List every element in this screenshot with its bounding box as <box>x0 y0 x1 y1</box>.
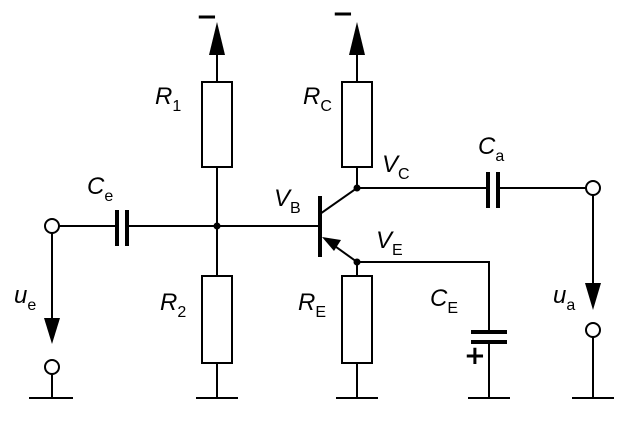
input-voltage-arrow <box>44 318 60 344</box>
resistor-r1 <box>201 81 233 168</box>
output-terminal-top <box>585 180 601 196</box>
label-vb: VB <box>274 185 301 217</box>
transistor-emitter-arrow <box>322 237 341 251</box>
label-ca: Ca <box>478 133 504 165</box>
resistor-re <box>341 275 373 364</box>
label-re: RE <box>298 289 326 321</box>
output-voltage-arrow <box>585 283 601 310</box>
label-ve: VE <box>376 227 403 259</box>
label-ce-input: Ce <box>87 173 113 205</box>
label-ua: ua <box>553 282 575 314</box>
npn-transistor <box>318 186 359 264</box>
label-ce-bypass: CE <box>430 285 458 317</box>
supply-left-sign: − <box>196 2 218 32</box>
output-terminal-bottom <box>585 322 601 338</box>
supply-rail-right: − <box>332 0 365 83</box>
resistor-r2 <box>201 275 233 364</box>
transistor-collector-lead <box>318 186 359 216</box>
label-r2: R2 <box>160 289 186 321</box>
supply-right-sign: − <box>332 0 354 29</box>
label-rc: RC <box>303 83 332 115</box>
label-r1: R1 <box>155 83 181 115</box>
input-terminal-top <box>44 218 60 234</box>
label-vc: VC <box>382 151 410 183</box>
label-ue: ue <box>14 282 36 314</box>
input-terminal-bottom <box>44 359 60 375</box>
capacitor-ce-bypass-polarity: + <box>464 341 486 371</box>
junction-base <box>213 222 221 230</box>
resistor-rc <box>341 81 373 168</box>
supply-rail-left: − <box>196 2 225 83</box>
